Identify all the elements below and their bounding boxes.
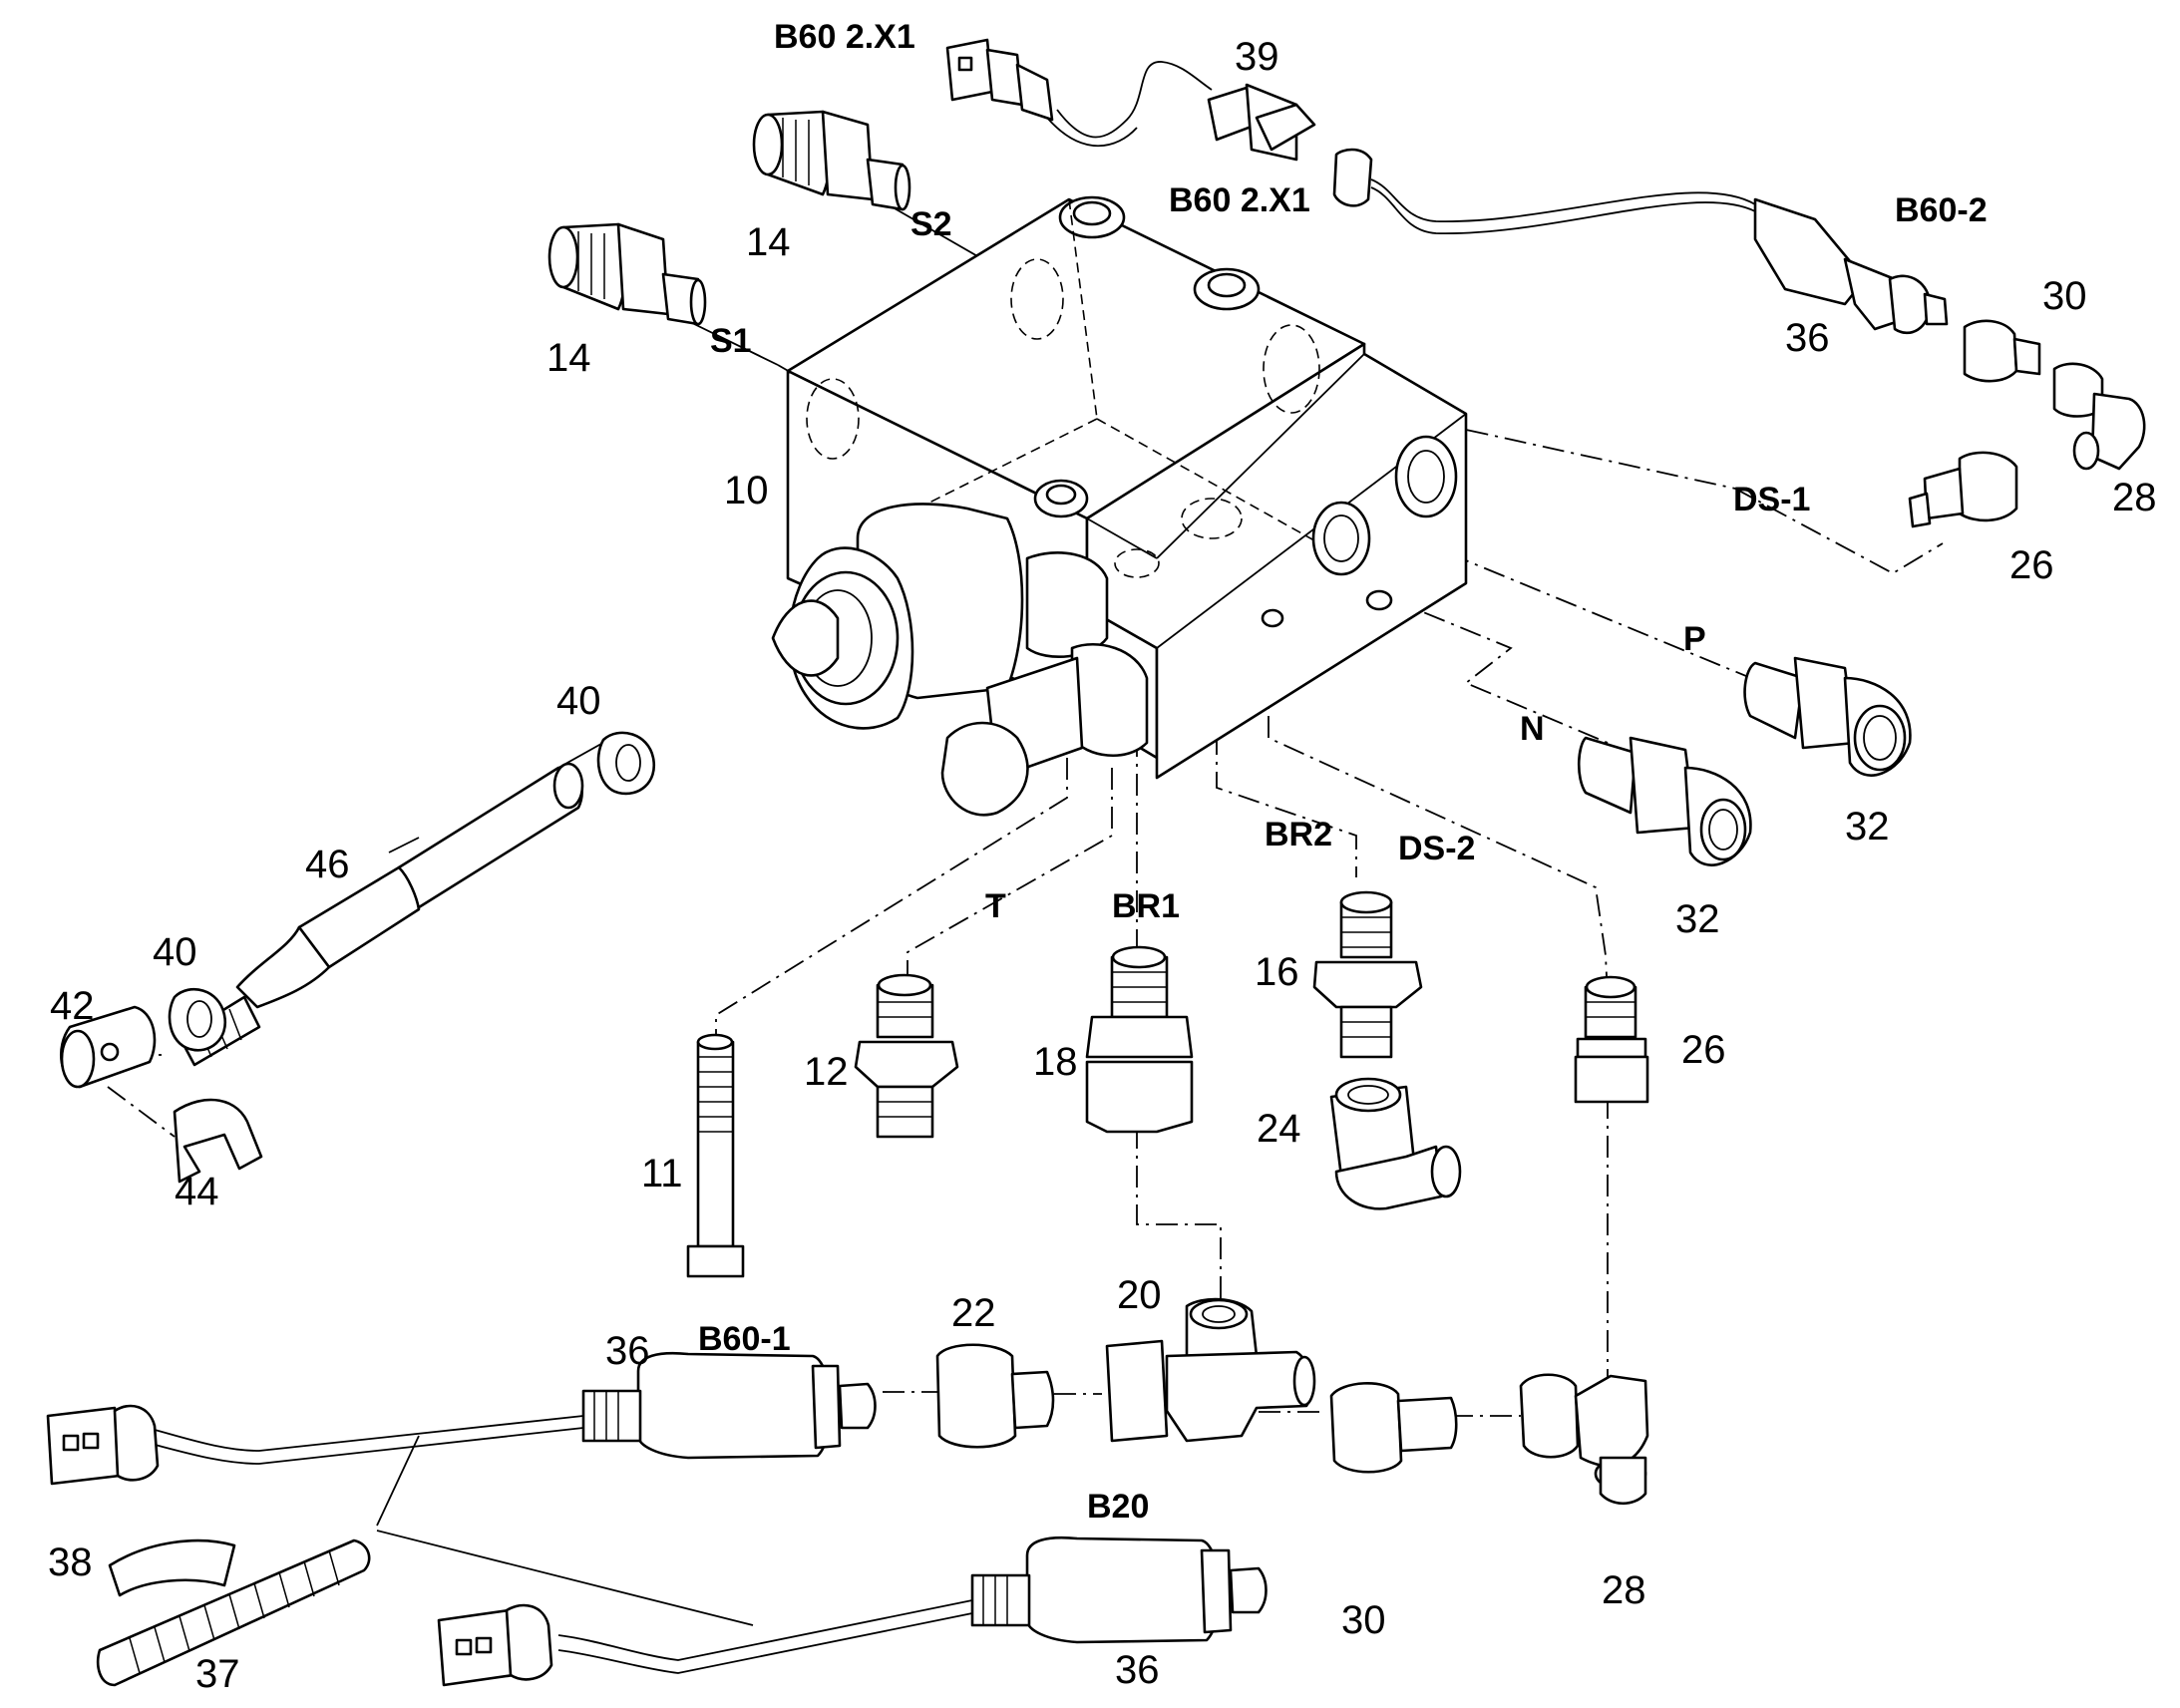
tee-20 — [1105, 1297, 1316, 1443]
callout-42: 42 — [50, 984, 95, 1028]
label-b60-2x1-top: B60 2.X1 — [774, 18, 915, 56]
callout-46: 46 — [305, 843, 350, 886]
sleeve-38 — [108, 1538, 236, 1597]
pressure-sensor-b60-2-36 — [1753, 197, 1949, 335]
callout-40-lower: 40 — [153, 930, 197, 974]
label-p: P — [1683, 620, 1706, 658]
label-b60-2x1-bottom: B60 2.X1 — [1169, 181, 1310, 219]
elbow-24 — [1329, 1077, 1462, 1210]
fitting-26-mid — [1574, 975, 1649, 1104]
plug-32-n — [1577, 736, 1752, 866]
clevis-42 — [60, 1005, 157, 1089]
label-br1: BR1 — [1112, 887, 1180, 925]
label-ds-2: DS-2 — [1398, 830, 1475, 867]
label-s1: S1 — [710, 322, 752, 360]
fitting-22 — [935, 1343, 1055, 1449]
fitting-30-top — [1963, 319, 2041, 383]
callout-28-top: 28 — [2112, 476, 2157, 519]
label-b20: B20 — [1087, 1488, 1149, 1526]
clip-44 — [173, 1098, 263, 1184]
callout-36-bottom: 36 — [1115, 1648, 1160, 1692]
fitting-12 — [854, 973, 959, 1139]
callout-32-n: 32 — [1675, 897, 1720, 941]
label-b60-2: B60-2 — [1895, 191, 1988, 229]
callout-38: 38 — [48, 1540, 93, 1584]
label-n: N — [1520, 710, 1545, 748]
callout-24: 24 — [1257, 1107, 1301, 1151]
label-b60-1: B60-1 — [698, 1320, 791, 1358]
callout-18: 18 — [1033, 1040, 1078, 1084]
s2-sensor-14 — [752, 110, 911, 211]
label-s2: S2 — [910, 205, 952, 243]
fitting-16 — [1312, 890, 1423, 1059]
screw-11 — [686, 1033, 745, 1278]
callout-10: 10 — [724, 469, 769, 512]
port-labels: B60 2.X1 B60 2.X1 S2 S1 B60-2 DS-1 P N B… — [698, 18, 1988, 1526]
callout-37: 37 — [195, 1652, 240, 1696]
callout-16: 16 — [1255, 950, 1299, 994]
s1-sensor-14 — [547, 222, 707, 326]
callout-14-lower: 14 — [546, 336, 591, 380]
callout-22: 22 — [951, 1291, 996, 1335]
callout-26-mid: 26 — [1681, 1028, 1726, 1072]
connector-b60-2x1-top — [945, 38, 1054, 122]
elbow-28-bottom — [1519, 1373, 1649, 1506]
callout-36-top: 36 — [1785, 316, 1830, 360]
callout-40-upper: 40 — [556, 679, 601, 723]
callout-39: 39 — [1235, 35, 1279, 79]
callout-32-p: 32 — [1845, 805, 1890, 849]
spiral-wrap-37 — [96, 1538, 371, 1687]
callout-44: 44 — [175, 1170, 219, 1213]
valve-block — [771, 195, 1468, 817]
callout-26-top: 26 — [2009, 543, 2054, 587]
label-br2: BR2 — [1265, 816, 1332, 854]
fitting-26-top — [1908, 451, 2018, 528]
cable-b60-1 — [46, 1404, 584, 1486]
elbow-28-top — [2052, 362, 2146, 471]
callout-14-upper: 14 — [746, 220, 791, 264]
callout-11: 11 — [641, 1152, 683, 1196]
callout-numbers: 39 14 14 10 36 30 28 26 32 32 40 46 40 4… — [48, 35, 2157, 1696]
label-t: T — [985, 887, 1006, 925]
connector-39 — [1207, 83, 1756, 234]
callout-12: 12 — [804, 1050, 849, 1094]
plug-32-p — [1743, 656, 1912, 777]
callout-20: 20 — [1117, 1273, 1162, 1317]
cable-b20 — [437, 1599, 973, 1687]
fitting-30-bottom — [1329, 1382, 1458, 1474]
callout-28-bottom: 28 — [1602, 1568, 1646, 1612]
nut-40-lower — [168, 987, 227, 1052]
pressure-sensor-b60-1-36 — [581, 1351, 877, 1460]
pressure-sensor-b20-36 — [970, 1536, 1268, 1644]
fitting-18 — [1085, 945, 1194, 1134]
rod-46 — [178, 762, 584, 1067]
label-ds-1: DS-1 — [1733, 481, 1810, 518]
nut-40-upper — [596, 731, 656, 796]
callout-36-mid: 36 — [605, 1329, 650, 1373]
callout-30-top: 30 — [2042, 274, 2087, 318]
callout-30-bottom: 30 — [1341, 1598, 1386, 1642]
